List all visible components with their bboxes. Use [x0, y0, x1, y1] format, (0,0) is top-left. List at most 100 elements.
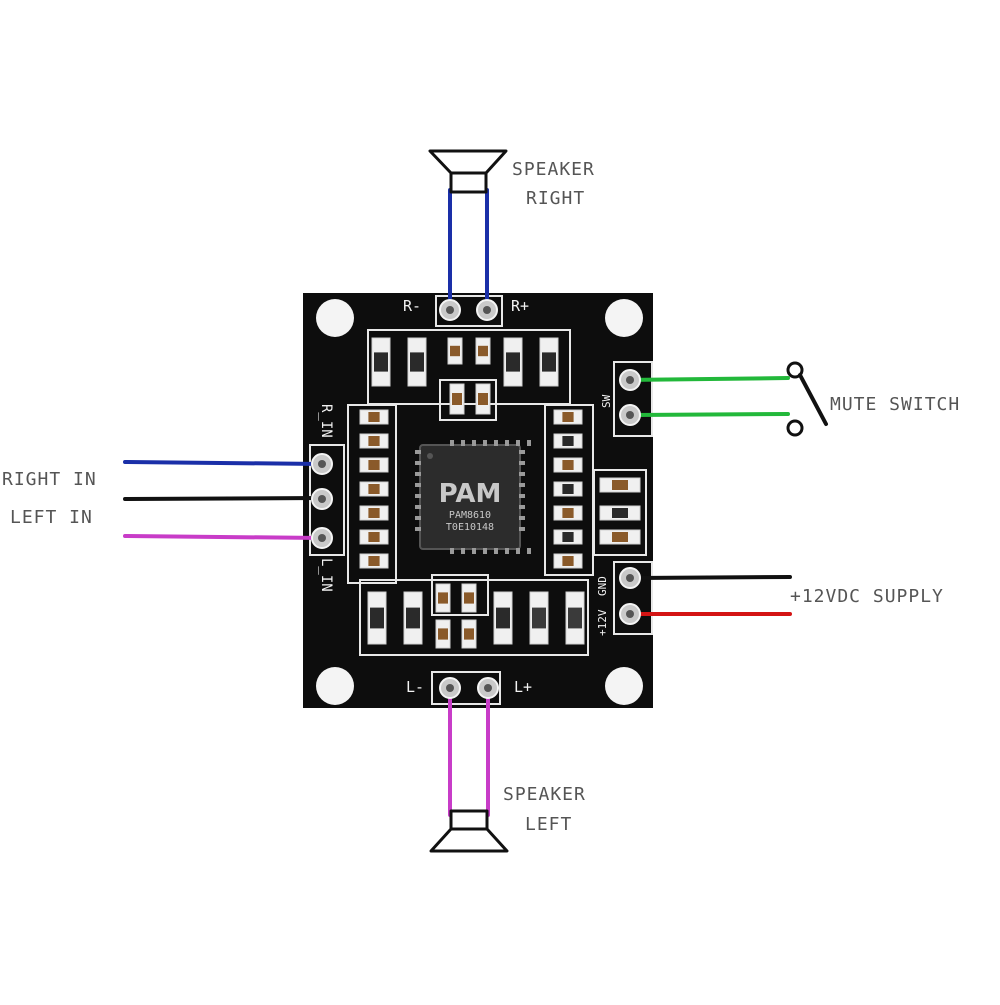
ic-lead — [519, 494, 525, 498]
smd-component — [553, 433, 583, 449]
ic-lead — [519, 461, 525, 465]
smd-component — [359, 457, 389, 473]
mounting-hole-bottom-left — [316, 667, 354, 705]
terminal-pad — [619, 603, 641, 625]
wire-mute-top — [628, 376, 790, 382]
pin-label-r-minus: R- — [403, 297, 422, 315]
ic-lead — [415, 516, 421, 520]
smd-component — [599, 477, 641, 493]
ic-lead — [519, 505, 525, 509]
smd-component — [449, 383, 465, 415]
label-right-in: RIGHT IN — [2, 469, 97, 490]
smd-component — [435, 583, 451, 613]
mounting-hole-top-right — [605, 299, 643, 337]
terminal-pad — [619, 567, 641, 589]
smd-component — [447, 337, 463, 365]
ic-lead — [450, 440, 454, 446]
ic-lead — [519, 472, 525, 476]
terminal-pad — [477, 677, 499, 699]
terminal-pad — [311, 488, 333, 510]
speaker-right-icon — [428, 149, 508, 194]
chip-date-code: T0E10148 — [446, 522, 494, 533]
ic-lead — [516, 440, 520, 446]
ic-leads — [415, 440, 531, 554]
label-speaker-left-line2: LEFT — [525, 814, 573, 835]
mounting-hole-bottom-right — [605, 667, 643, 705]
chip-part-number: PAM8610 — [449, 510, 491, 521]
smd-component — [599, 529, 641, 545]
label-supply: +12VDC SUPPLY — [790, 586, 944, 607]
ic-lead — [494, 548, 498, 554]
smd-component — [475, 383, 491, 415]
label-speaker-left-line1: SPEAKER — [503, 784, 586, 805]
ic-lead — [472, 548, 476, 554]
ic-lead — [415, 461, 421, 465]
terminal-pads — [311, 299, 641, 699]
mute-switch-icon — [786, 361, 828, 437]
wire-mute-bottom — [628, 412, 790, 417]
smd-component — [359, 433, 389, 449]
smd-component — [403, 591, 423, 645]
pin-label-r-plus: R+ — [511, 297, 530, 315]
smd-component — [529, 591, 549, 645]
ic-lead — [415, 527, 421, 531]
label-left-in: LEFT IN — [10, 507, 93, 528]
terminal-pad — [619, 404, 641, 426]
ic-lead — [519, 527, 525, 531]
terminal-pad — [311, 527, 333, 549]
smd-component — [461, 619, 477, 649]
smd-component — [553, 505, 583, 521]
ic-lead — [483, 440, 487, 446]
ic-lead — [461, 548, 465, 554]
smd-component — [371, 337, 391, 387]
label-speaker-right-line2: RIGHT — [526, 188, 586, 209]
smd-component — [493, 591, 513, 645]
ic-lead — [415, 450, 421, 454]
terminal-pad — [439, 677, 461, 699]
terminal-pad — [439, 299, 461, 321]
ic-lead — [415, 494, 421, 498]
smd-component — [553, 481, 583, 497]
smd-component — [539, 337, 559, 387]
smd-component — [359, 553, 389, 569]
ic-lead — [505, 440, 509, 446]
ic-lead — [450, 548, 454, 554]
smd-component — [553, 553, 583, 569]
label-speaker-right-line1: SPEAKER — [512, 159, 595, 180]
pin-label-l-plus: L+ — [514, 678, 533, 696]
wire-right-in — [123, 460, 324, 466]
ic-lead — [472, 440, 476, 446]
pin-label-sw: SW — [600, 394, 613, 408]
smd-component — [359, 505, 389, 521]
smd-component — [553, 457, 583, 473]
ic-pin1-dot — [427, 453, 433, 459]
ic-lead — [519, 516, 525, 520]
ic-lead — [483, 548, 487, 554]
chip-logo: PAM — [439, 479, 502, 509]
wires — [123, 188, 792, 817]
wire-left-in-ground — [123, 496, 324, 501]
ic-lead — [516, 548, 520, 554]
ic-lead — [505, 548, 509, 554]
ic-lead — [494, 440, 498, 446]
pin-label-l-in: L_IN — [318, 558, 334, 592]
mounting-hole-top-left — [316, 299, 354, 337]
smd-component — [461, 583, 477, 613]
smd-component — [475, 337, 491, 365]
smd-component — [553, 409, 583, 425]
speaker-left-icon — [429, 809, 509, 853]
ic-lead — [527, 440, 531, 446]
pin-label-r-in: R_IN — [318, 404, 334, 438]
terminal-pad — [476, 299, 498, 321]
smd-component — [367, 591, 387, 645]
ic-lead — [519, 483, 525, 487]
smd-component — [565, 591, 585, 645]
smd-component — [359, 529, 389, 545]
smd-component — [553, 529, 583, 545]
ic-lead — [415, 483, 421, 487]
wire-left-in — [123, 534, 324, 540]
silkscreen-outlines — [309, 295, 653, 705]
smd-component — [407, 337, 427, 387]
